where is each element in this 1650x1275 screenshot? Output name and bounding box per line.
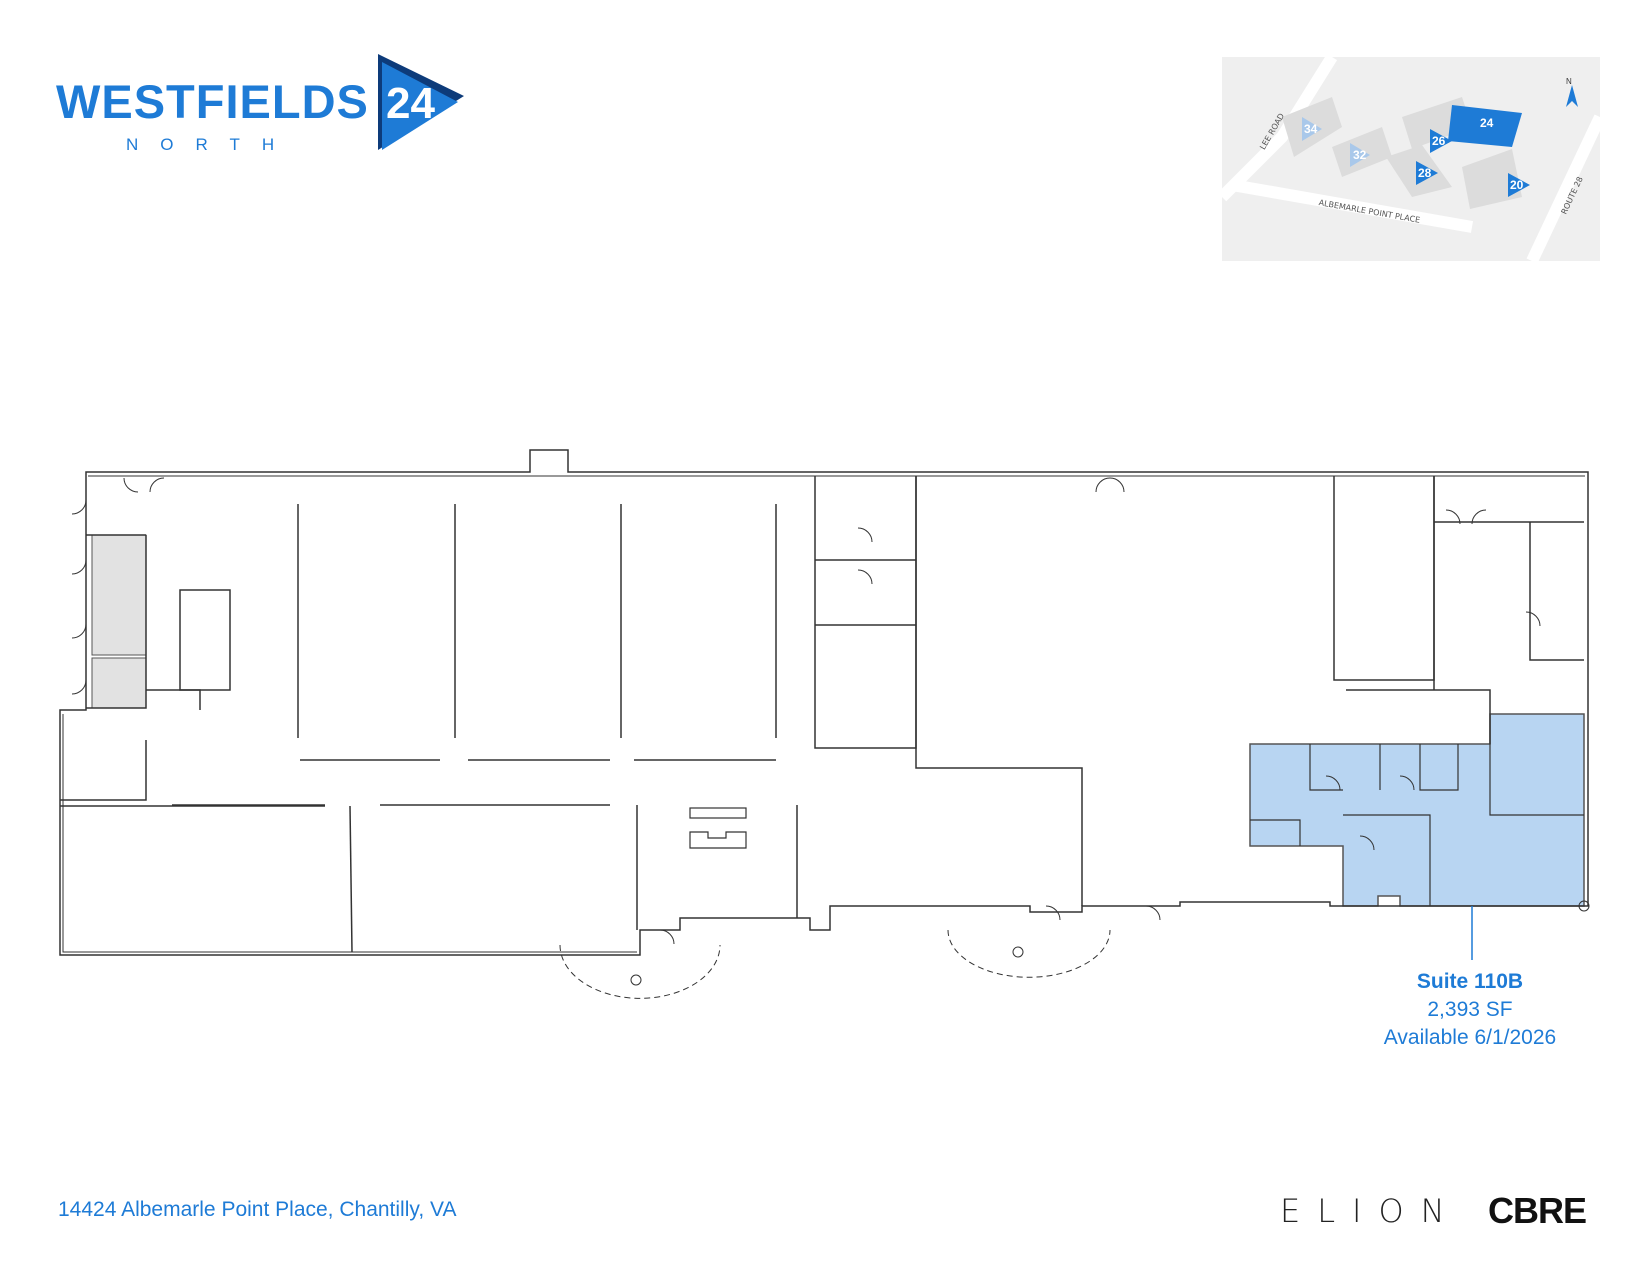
suite-110b-area [1249, 713, 1585, 907]
building-26-label: 26 [1432, 134, 1446, 148]
building-24-label: 24 [1480, 116, 1494, 130]
suite-area: 2,393 SF [1427, 998, 1513, 1021]
suite-availability: Available 6/1/2026 [1383, 1026, 1557, 1049]
elion-logo: ELION [1280, 1192, 1462, 1230]
building-28-label: 28 [1418, 166, 1432, 180]
logo-wordmark: WESTFIELDS [56, 75, 369, 128]
shaded-room-upper [91, 534, 147, 656]
building-32-label: 32 [1353, 148, 1367, 162]
logo-triangle-icon [378, 54, 464, 150]
shaded-room-lower [91, 657, 147, 709]
property-address: 14424 Albemarle Point Place, Chantilly, … [58, 1198, 457, 1221]
walls [59, 449, 1589, 956]
logo-number: 24 [386, 79, 435, 128]
logo-subtitle: NORTH [126, 135, 297, 154]
building-32-marker [1350, 143, 1370, 167]
building-34-marker [1302, 117, 1322, 141]
door-swings [71, 477, 1541, 999]
suite-name: Suite 110B [1416, 970, 1524, 993]
suite-callout: Suite 110B 2,393 SF Available 6/1/2026 [1320, 968, 1620, 1052]
key-map-drawing [1222, 57, 1600, 261]
building-28-marker [1416, 161, 1438, 185]
building-20-label: 20 [1510, 178, 1524, 192]
cbre-logo: CBRE [1488, 1190, 1587, 1231]
building-26-marker [1430, 129, 1452, 153]
building-20-marker [1508, 173, 1530, 197]
building-34-label: 34 [1304, 122, 1318, 136]
columns [630, 900, 1590, 986]
site-key-map: N LEE ROAD ALBEMARLE POINT PLACE ROUTE 2… [1222, 57, 1600, 261]
westfields-logo: WESTFIELDS NORTH 24 [56, 48, 476, 158]
exterior-wall [59, 449, 1589, 956]
north-label: N [1566, 77, 1572, 86]
north-arrow-icon [1566, 85, 1578, 107]
